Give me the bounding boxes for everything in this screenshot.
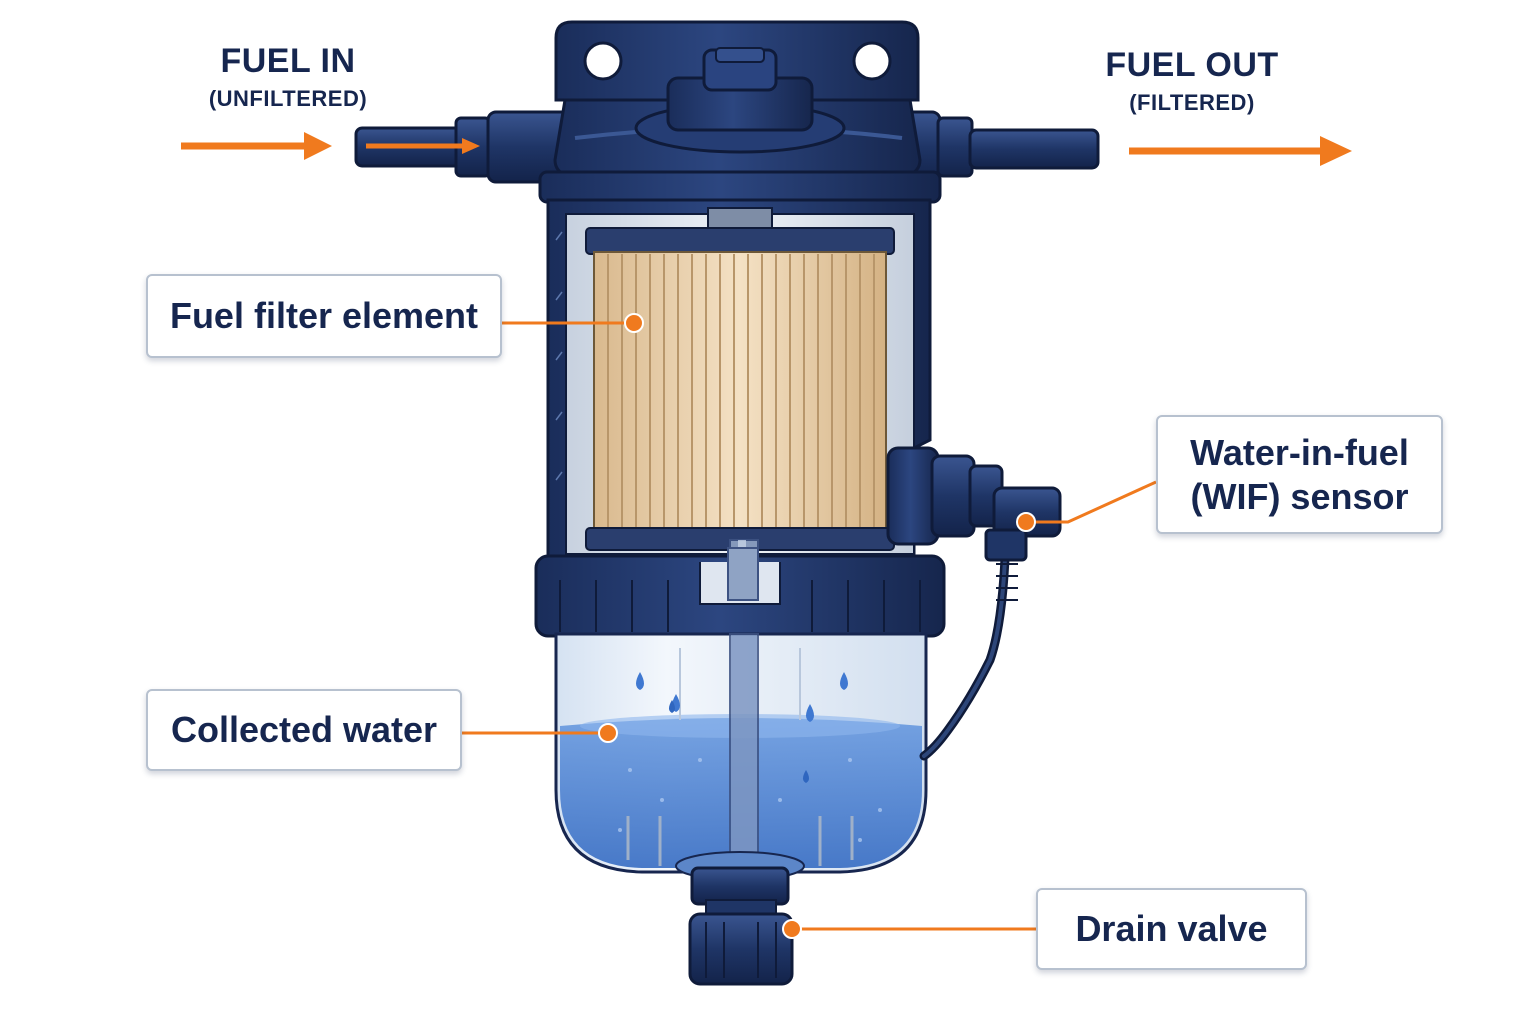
drain-valve — [690, 868, 792, 984]
threaded-collar — [536, 548, 944, 636]
fuel-in-sublabel: (UNFILTERED) — [150, 86, 426, 112]
fuel-filter-element — [586, 208, 894, 550]
callout-drain-valve: Drain valve — [1036, 888, 1307, 970]
callout-wif-sensor: Water-in-fuel (WIF) sensor — [1156, 415, 1443, 534]
leader-drain-valve — [783, 920, 1036, 938]
callout-fuel-filter-element: Fuel filter element — [146, 274, 502, 358]
fuel-out-label: FUEL OUT — [1052, 46, 1332, 85]
mounting-hole-icon — [854, 43, 890, 79]
mounting-hole-icon — [585, 43, 621, 79]
sediment-bowl — [556, 634, 926, 880]
inlet-pipe — [356, 112, 572, 182]
fuel-in-label: FUEL IN — [150, 42, 426, 81]
callout-collected-water: Collected water — [146, 689, 462, 771]
fuel-out-sublabel: (FILTERED) — [1052, 90, 1332, 116]
inlet-flow-arrow-icon — [181, 132, 332, 160]
outlet-flow-arrow-icon — [1129, 136, 1352, 166]
